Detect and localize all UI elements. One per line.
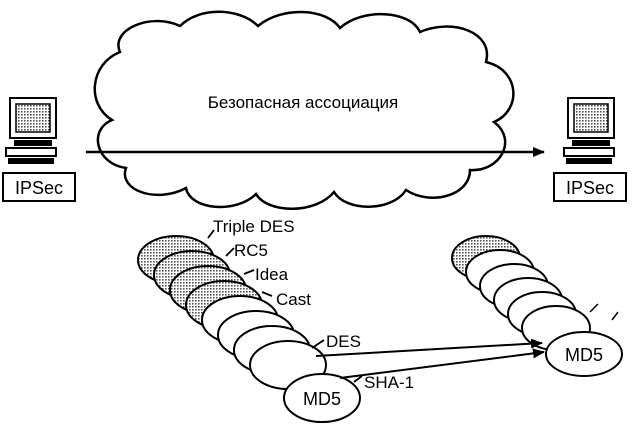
stack-ellipse-front: [283, 373, 361, 423]
left-computer-icon: [5, 97, 57, 164]
algo-label-rc5: RC5: [234, 241, 268, 260]
stack-ellipse-front: [545, 331, 623, 377]
des-to-md5-arrow: [315, 338, 543, 357]
left-ipsec-label: IPSec: [15, 178, 63, 198]
right-algorithm-stack: MD5: [451, 235, 623, 377]
left-algorithm-stack: MD5 Triple DES RC5 Idea Cast DES SHA-1: [137, 217, 414, 423]
right-computer-icon: [563, 97, 615, 164]
security-association-cloud: [93, 10, 515, 210]
cloud-label: Безопасная ассоциация: [208, 93, 398, 112]
algo-label-idea: Idea: [255, 265, 289, 284]
right-md5-label: MD5: [565, 345, 603, 365]
algo-label-triple-des: Triple DES: [213, 217, 295, 236]
algo-label-cast: Cast: [276, 290, 311, 309]
front-md5-label: MD5: [303, 389, 341, 409]
left-ipsec-box: IPSec: [2, 172, 76, 202]
algo-label-des: DES: [326, 332, 361, 351]
sha1-to-md5-arrow: [339, 348, 545, 379]
right-ipsec-box: IPSec: [553, 172, 627, 202]
algo-label-sha1: SHA-1: [364, 373, 414, 392]
right-ipsec-label: IPSec: [566, 178, 614, 198]
